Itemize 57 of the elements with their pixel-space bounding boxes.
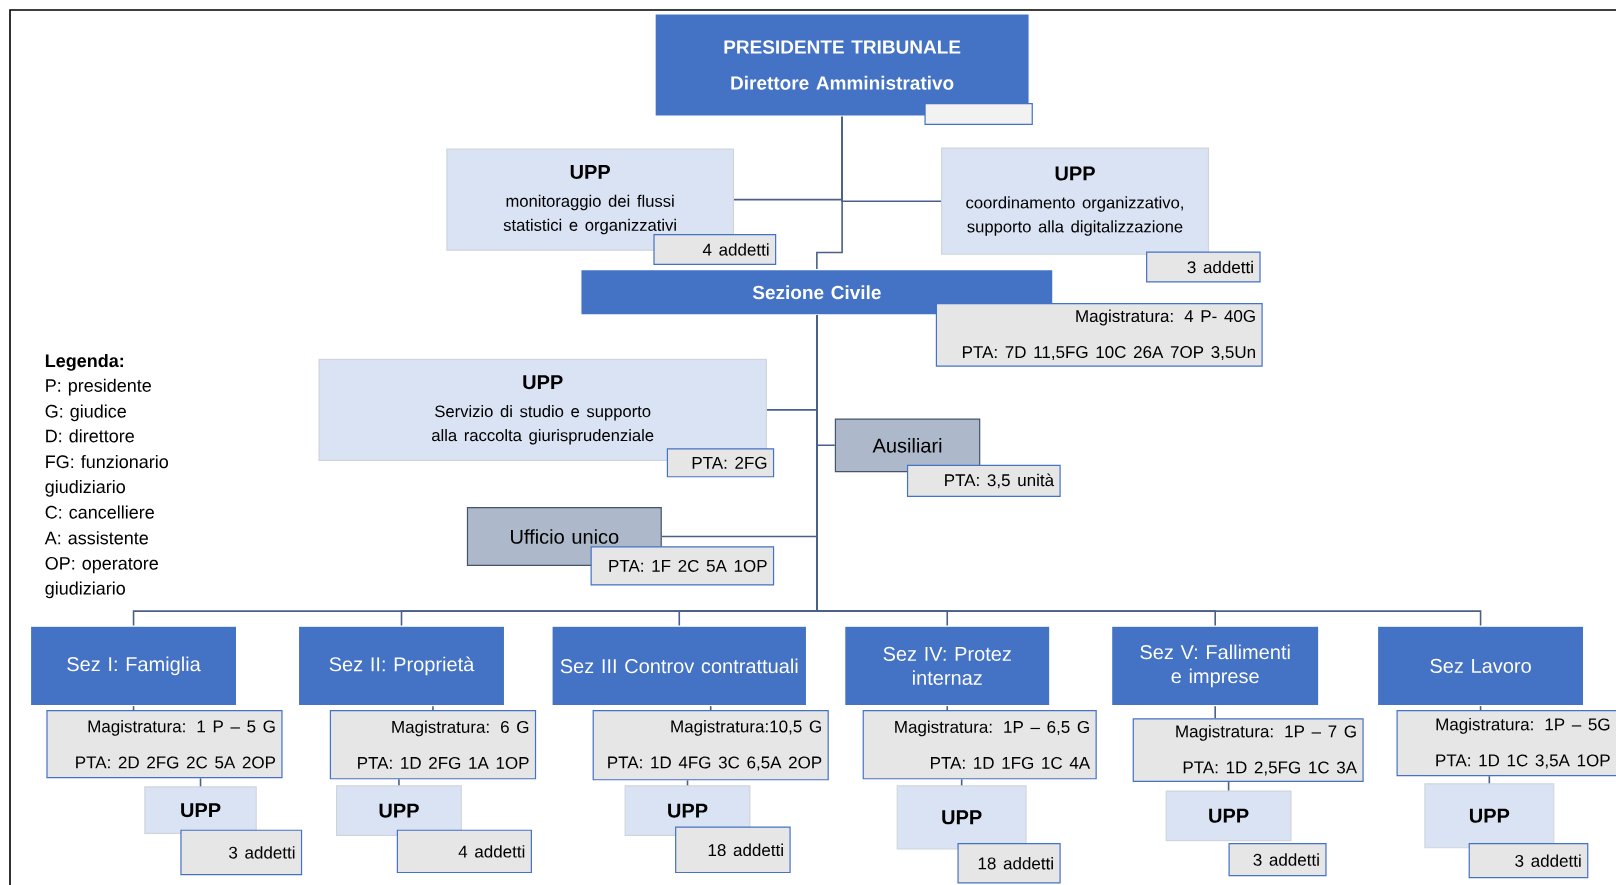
connector-line xyxy=(398,778,400,787)
legend-text: A: assistente xyxy=(44,531,148,545)
upp-box: UPP xyxy=(896,785,1027,850)
connector-line xyxy=(960,778,963,787)
legend-text: C: cancelliere xyxy=(45,505,154,519)
staff-box: 18 addetti xyxy=(957,843,1061,884)
office-box: Ausiliari xyxy=(834,418,981,473)
org-box: PRESIDENTE TRIBUNALE Direttore Amministrativo xyxy=(654,13,1030,117)
staff-box: Magistratura:10,5 G PTA: 1D 4FG 3C 6,5A 2OP xyxy=(592,710,829,781)
connector-line xyxy=(1227,781,1230,792)
staff-box: 18 addetti xyxy=(675,826,791,874)
staff-box: Magistratura: 4 P- 40G PTA: 7D 11,5FG 10C 26A 7OP 3,5Un xyxy=(935,303,1263,367)
section-box: Sez Lavoro xyxy=(1376,625,1585,707)
connector-line xyxy=(686,779,689,787)
org-box: Sezione Civile xyxy=(580,269,1054,316)
legend-text: D: direttore xyxy=(46,429,134,443)
staff-box: Magistratura: 1 P – 5 G PTA: 2D 2FG 2C 5A 2OP xyxy=(46,710,283,779)
staff-box: 4 addetti xyxy=(653,233,777,266)
legend-text: P: presidente xyxy=(46,378,151,396)
connector-line xyxy=(432,705,434,711)
staff-box: PTA: 1F 2C 5A 1OP xyxy=(590,546,775,586)
staff-box: Magistratura: 6 G PTA: 1D 2FG 1A 1OP xyxy=(329,710,537,780)
upp-box: UPP xyxy=(1424,783,1555,849)
staff-box: 3 addetti xyxy=(1146,251,1261,283)
section-box: Sez IV: Protez internaz xyxy=(844,625,1051,707)
tab-box xyxy=(924,103,1033,125)
upp-box: UPP xyxy=(336,785,462,836)
connector-line xyxy=(816,115,843,270)
staff-box: 3 addetti xyxy=(1468,843,1589,879)
staff-box: 3 addetti xyxy=(180,829,303,876)
connector-line xyxy=(816,314,1482,627)
staff-box: 4 addetti xyxy=(396,829,532,874)
upp-box: UPP xyxy=(624,785,751,836)
section-box: Sez II: Proprietà xyxy=(297,625,506,707)
legend-text: Legenda: xyxy=(45,353,123,371)
upp-box: UPP xyxy=(1165,790,1292,842)
staff-box: Magistratura: 1P – 6,5 G PTA: 1D 1FG 1C 4A xyxy=(862,710,1097,780)
legend-text: FG: funzionario giudiziario xyxy=(45,454,168,497)
connector-line xyxy=(1479,705,1482,711)
section-box: Sez I: Famiglia xyxy=(29,625,238,707)
staff-box: PTA: 3,5 unità xyxy=(906,464,1061,497)
upp-box: UPP coordinamento organizzativo, supporto alla digitalizzazione xyxy=(940,147,1210,255)
legend-text: G: giudice xyxy=(45,404,126,422)
staff-box: Magistratura: 1P – 5G PTA: 1D 1C 3,5A 1OP xyxy=(1396,710,1616,777)
connector-line xyxy=(1214,705,1216,720)
section-box: Sez V: Fallimenti e imprese xyxy=(1111,625,1320,707)
staff-box: Magistratura: 1P – 7 G PTA: 1D 2,5FG 1C 3A xyxy=(1132,718,1364,783)
connector-line xyxy=(199,777,202,788)
connector-line xyxy=(946,705,949,711)
connector-line xyxy=(132,705,135,711)
section-box: Sez III Controv contrattuali xyxy=(551,625,808,707)
staff-box: PTA: 2FG xyxy=(666,448,775,478)
upp-box: UPP xyxy=(144,786,257,834)
connector-line xyxy=(709,705,712,711)
legend-text: OP: operatore giudiziario xyxy=(45,556,158,599)
connector-line xyxy=(1488,775,1491,785)
staff-box: 3 addetti xyxy=(1228,843,1327,877)
